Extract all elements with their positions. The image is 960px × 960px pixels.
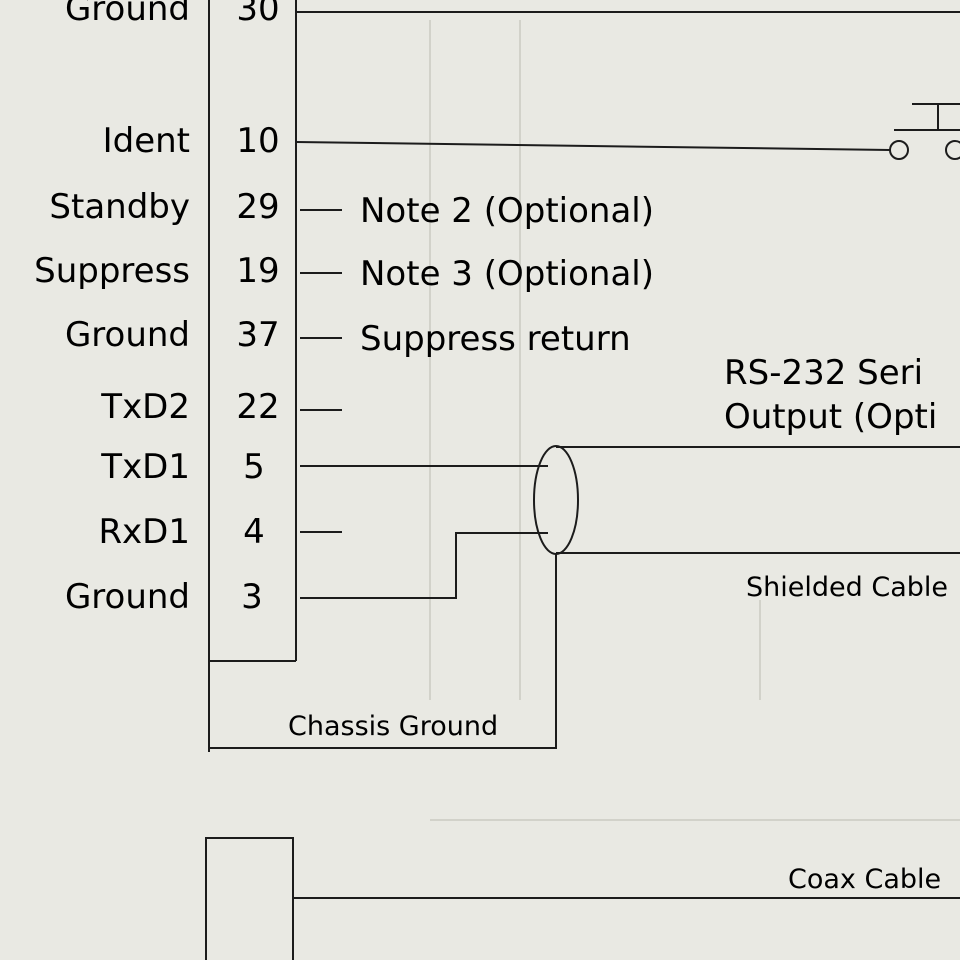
- chassis-ground-label: Chassis Ground: [288, 711, 498, 742]
- shielded-cable-label: Shielded Cable: [746, 572, 948, 603]
- standby-note: Note 2 (Optional): [360, 191, 654, 231]
- signal-label: Suppress: [34, 251, 190, 291]
- pin-number: 29: [236, 187, 279, 227]
- pin-number: 4: [243, 512, 265, 552]
- signal-label: RxD1: [98, 512, 190, 552]
- rs232-title-line2: Output (Opti: [724, 397, 937, 437]
- cable-shield-ellipse: [533, 445, 579, 555]
- signal-label: Ground: [65, 315, 190, 355]
- signal-labels: Ground Ident Standby Suppress Ground TxD…: [34, 0, 190, 617]
- connector-block: [208, 0, 297, 752]
- wires: [205, 11, 960, 960]
- shield-drain: [209, 554, 557, 749]
- suppress-note: Note 3 (Optional): [360, 254, 654, 294]
- suppress-return-note: Suppress return: [360, 319, 631, 359]
- signal-label: TxD1: [100, 447, 190, 487]
- pin-number: 19: [236, 251, 279, 291]
- rs232-title-line1: RS-232 Seri: [724, 353, 923, 393]
- wire-rxd1-route: [440, 532, 548, 599]
- signal-label: Ground: [65, 0, 190, 29]
- pin-number: 5: [243, 447, 265, 487]
- pin-number: 30: [236, 0, 279, 29]
- signal-label: Ground: [65, 577, 190, 617]
- coax-block: [205, 837, 294, 960]
- wire-ident: [295, 141, 891, 151]
- push-switch-icon: [889, 103, 960, 160]
- bleed-through-layer: [429, 20, 960, 821]
- signal-label: TxD2: [100, 387, 190, 427]
- signal-label: Ident: [103, 121, 190, 161]
- pin-number: 22: [236, 387, 279, 427]
- pin-numbers: 30 10 29 19 37 22 5 4 3: [236, 0, 279, 617]
- pin-number: 10: [236, 121, 279, 161]
- coax-cable-label: Coax Cable: [788, 864, 941, 895]
- pin-number: 3: [241, 577, 263, 617]
- pin-number: 37: [236, 315, 279, 355]
- signal-label: Standby: [49, 187, 190, 227]
